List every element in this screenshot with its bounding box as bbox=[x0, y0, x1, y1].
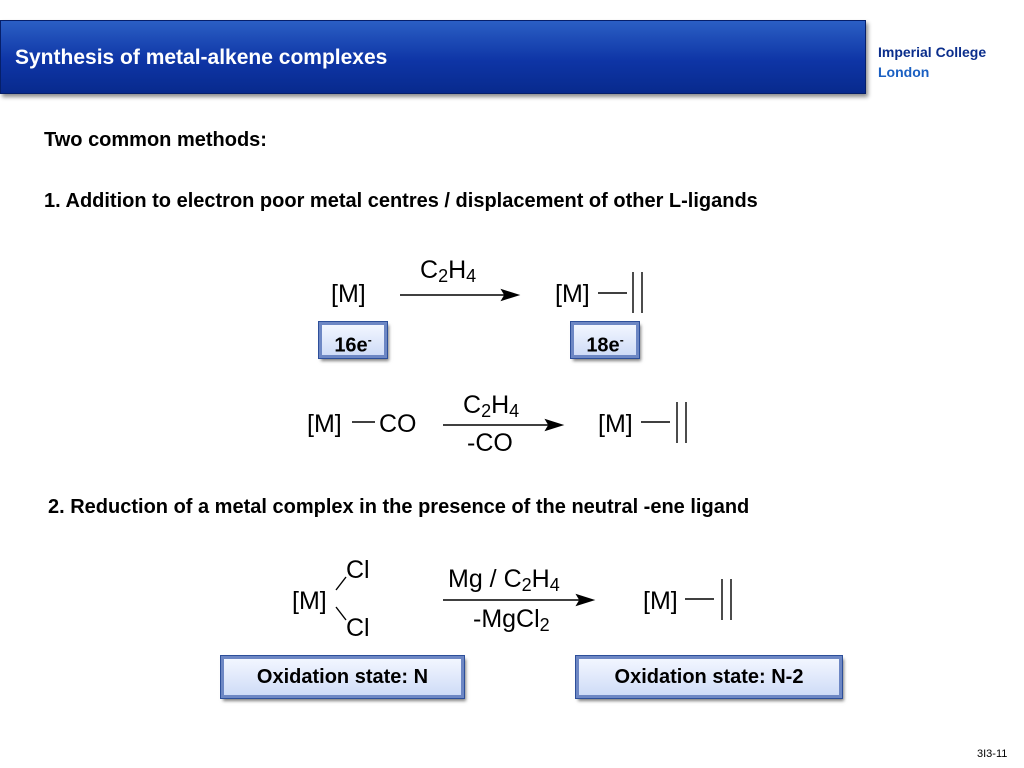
r1-reactant: [M] bbox=[331, 280, 366, 308]
r3-product: [M] bbox=[643, 587, 678, 615]
imperial-college-logo: Imperial College London bbox=[878, 42, 986, 82]
r1-reagent: C2H4 bbox=[420, 256, 477, 286]
electron-count-16e-box: 16e- bbox=[318, 321, 388, 359]
r2-product: [M] bbox=[598, 410, 633, 438]
intro-heading: Two common methods: bbox=[44, 129, 267, 151]
r3-arrow-head bbox=[575, 593, 596, 607]
r2-byproduct: -CO bbox=[467, 429, 513, 457]
r3-bond-cl-top bbox=[335, 576, 347, 591]
r1-product: [M] bbox=[555, 280, 590, 308]
page-number: 3I3-11 bbox=[977, 748, 1008, 760]
r3-reagent: Mg / C2H4 bbox=[448, 565, 560, 595]
oxidation-state-n-minus-2-box: Oxidation state: N-2 bbox=[575, 655, 843, 699]
title-bar: Synthesis of metal-alkene complexes bbox=[0, 20, 866, 94]
method-1-heading: 1. Addition to electron poor metal centr… bbox=[44, 190, 758, 212]
logo-line-1: Imperial College bbox=[878, 44, 987, 60]
r3-byproduct: -MgCl2 bbox=[473, 605, 550, 635]
method-2-heading: 2. Reduction of a metal complex in the p… bbox=[48, 496, 750, 518]
slide-title: Synthesis of metal-alkene complexes bbox=[15, 46, 388, 69]
r1-arrow-head bbox=[500, 288, 521, 302]
r3-chloride-bottom: Cl bbox=[346, 614, 370, 642]
r2-reactant-co: CO bbox=[379, 410, 417, 438]
r3-chloride-top: Cl bbox=[346, 556, 370, 584]
r2-reagent: C2H4 bbox=[463, 391, 520, 421]
logo-line-2: London bbox=[878, 64, 930, 80]
oxidation-state-n-box: Oxidation state: N bbox=[220, 655, 465, 699]
r3-reactant-metal: [M] bbox=[292, 587, 327, 615]
r2-arrow-head bbox=[544, 418, 565, 432]
r3-bond-cl-bottom bbox=[335, 606, 347, 621]
r2-reactant-metal: [M] bbox=[307, 410, 342, 438]
electron-count-18e-box: 18e- bbox=[570, 321, 640, 359]
